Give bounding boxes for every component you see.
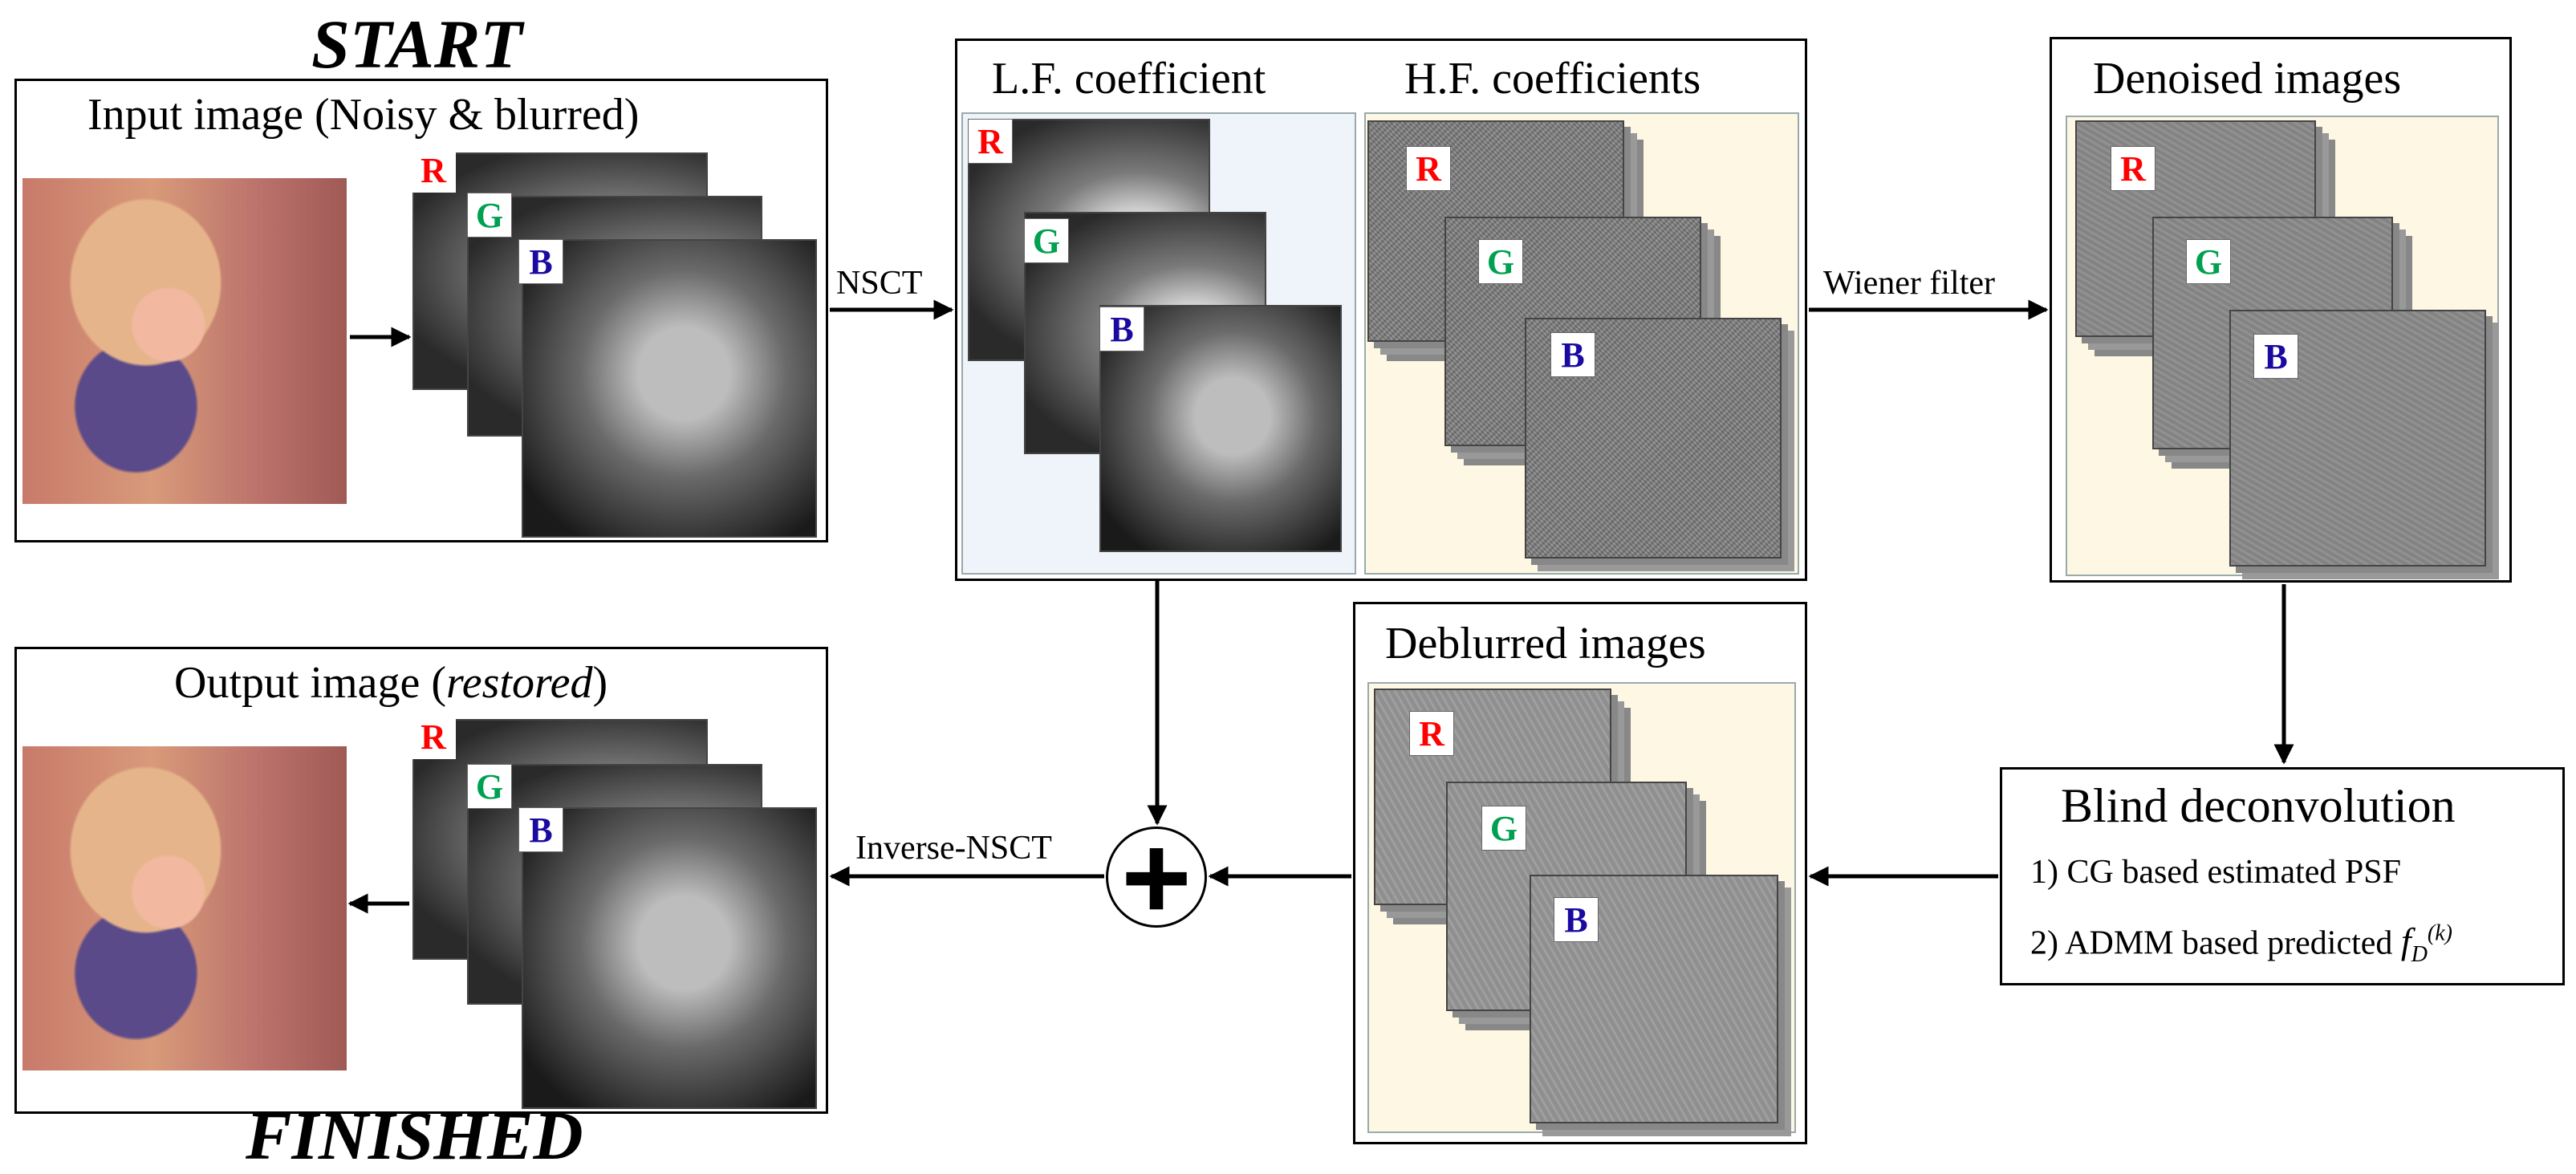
- lf-tag-r: R: [968, 119, 1013, 164]
- output-title-prefix: Output image (: [174, 658, 447, 708]
- input-color-image: [22, 178, 347, 504]
- output-title-italic: restored: [446, 658, 593, 708]
- blind-deconvolution-box: [2000, 767, 2565, 985]
- blind-item-cg: 1) CG based estimated PSF: [2030, 854, 2401, 891]
- input-tag-r: R: [411, 148, 456, 193]
- output-tag-b: B: [518, 807, 563, 852]
- blind-item-admm-text: 2) ADMM based predicted: [2030, 924, 2401, 962]
- deblurred-images-title: Deblurred images: [1385, 619, 1706, 668]
- output-color-image: [22, 746, 347, 1070]
- lf-coefficient-title: L.F. coefficient: [992, 54, 1266, 104]
- lf-tag-b: B: [1099, 307, 1144, 351]
- deblurred-tag-b: B: [1554, 897, 1599, 942]
- sum-node: [1106, 827, 1207, 928]
- plus-icon: +: [1121, 810, 1192, 944]
- output-tag-r: R: [411, 714, 456, 759]
- input-tag-b: B: [518, 239, 563, 284]
- deblurred-stack-b: [1530, 875, 1778, 1123]
- hf-tag-g: G: [1478, 239, 1523, 284]
- denoised-tag-b: B: [2253, 334, 2298, 379]
- output-tag-g: G: [467, 764, 512, 809]
- fd-k-symbol: fD(k): [2400, 920, 2452, 968]
- hf-tag-b: B: [1550, 332, 1595, 377]
- denoised-tag-g: G: [2186, 239, 2231, 284]
- hf-tag-r: R: [1406, 146, 1451, 191]
- input-tag-g: G: [467, 193, 512, 238]
- deblurred-tag-g: G: [1481, 806, 1526, 851]
- output-title-suffix: ): [592, 658, 608, 708]
- input-image-title: Input image (Noisy & blurred): [87, 90, 640, 140]
- deblurred-tag-r: R: [1409, 711, 1454, 756]
- start-label: START: [311, 6, 522, 83]
- blind-item-admm: 2) ADMM based predicted fD(k): [2030, 923, 2452, 967]
- denoised-tag-r: R: [2111, 146, 2155, 191]
- hf-coefficients-title: H.F. coefficients: [1404, 54, 1701, 104]
- nsct-arrow-label: NSCT: [836, 265, 923, 302]
- blind-deconvolution-title: Blind deconvolution: [2061, 779, 2456, 832]
- lf-tag-g: G: [1024, 218, 1069, 263]
- output-channel-b: [522, 807, 817, 1109]
- wiener-arrow-label: Wiener filter: [1823, 265, 1996, 302]
- denoised-images-title: Denoised images: [2093, 54, 2402, 104]
- output-image-title: Output image (restored): [174, 660, 607, 705]
- input-channel-b: [522, 239, 817, 538]
- inverse-nsct-arrow-label: Inverse-NSCT: [855, 830, 1052, 867]
